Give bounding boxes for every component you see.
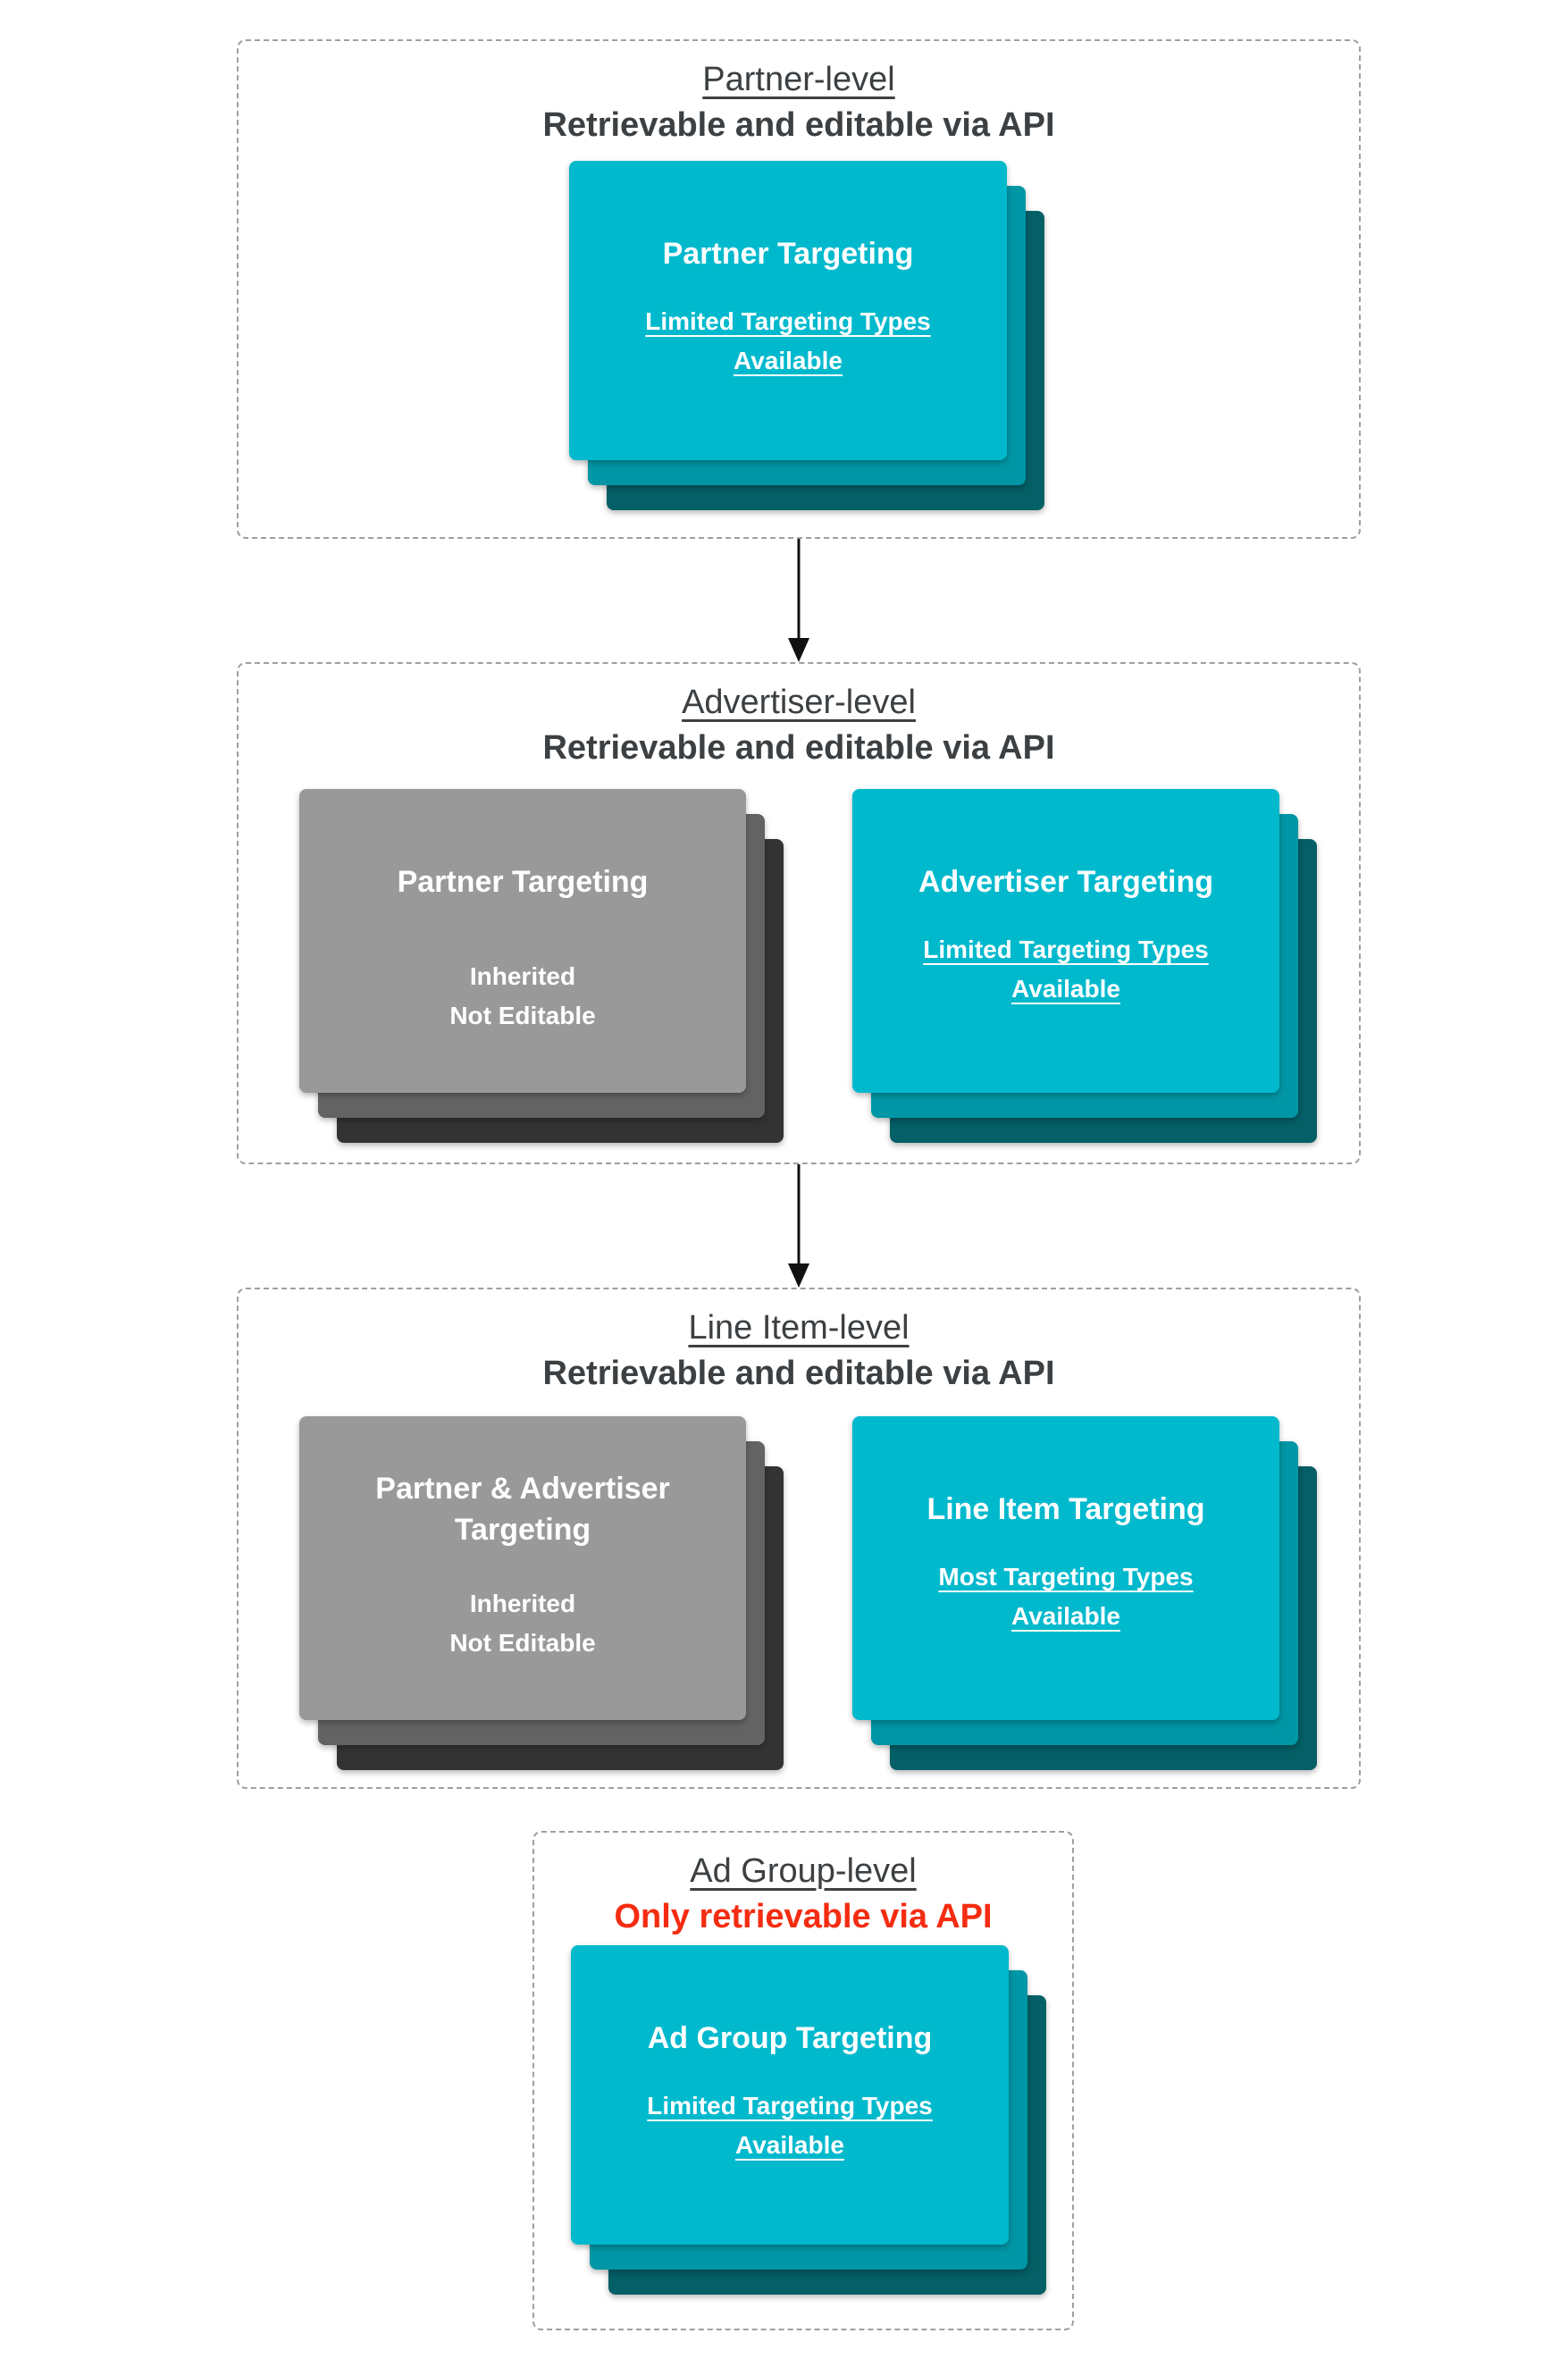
card-body: Limited Targeting Types Available — [923, 930, 1208, 1009]
card-stack-inherited-partner-targeting: Partner Targeting Inherited Not Editable — [299, 789, 784, 1143]
card-stack-partner-targeting: Partner Targeting Limited Targeting Type… — [569, 161, 1044, 510]
section-line-item-level: Line Item-level Retrievable and editable… — [237, 1288, 1361, 1789]
card-stack-line-item-targeting: Line Item Targeting Most Targeting Types… — [852, 1416, 1317, 1770]
card-body-line: Limited Targeting Types — [645, 307, 931, 335]
card-title: Ad Group Targeting — [647, 2021, 933, 2055]
section-subtitle: Retrievable and editable via API — [542, 1355, 1055, 1392]
card-body-line: Not Editable — [449, 1629, 596, 1657]
card-body: Limited Targeting Types Available — [647, 2086, 932, 2165]
card-body: Inherited Not Editable — [449, 1584, 595, 1663]
section-advertiser-level: Advertiser-level Retrievable and editabl… — [237, 662, 1361, 1164]
card-advertiser-targeting: Advertiser Targeting Limited Targeting T… — [852, 789, 1279, 1093]
arrow-stem — [797, 1164, 801, 1266]
section-subtitle: Retrievable and editable via API — [542, 106, 1055, 144]
card-title: Partner & Advertiser Targeting — [375, 1472, 670, 1547]
arrow-head-icon — [788, 638, 809, 662]
card-line-item-targeting: Line Item Targeting Most Targeting Types… — [852, 1416, 1279, 1720]
card-body-line: Inherited — [469, 962, 576, 990]
card-body-line: Not Editable — [449, 1002, 596, 1029]
card-body-line: Inherited — [469, 1590, 576, 1617]
card-body-line: Limited Targeting Types — [647, 2092, 933, 2119]
card-title: Advertiser Targeting — [918, 865, 1213, 899]
card-inherited-partner-advertiser-targeting: Partner & Advertiser Targeting Inherited… — [299, 1416, 746, 1720]
section-title: Partner-level — [702, 61, 895, 98]
section-subtitle: Retrievable and editable via API — [542, 729, 1055, 767]
section-title: Line Item-level — [688, 1309, 910, 1347]
flow-arrow-partner-to-advertiser — [786, 539, 811, 662]
card-body: Most Targeting Types Available — [938, 1557, 1193, 1636]
card-body-line: Available — [1011, 975, 1120, 1003]
section-partner-level: Partner-level Retrievable and editable v… — [237, 39, 1361, 539]
section-subtitle: Only retrievable via API — [614, 1898, 993, 1935]
card-ad-group-targeting: Ad Group Targeting Limited Targeting Typ… — [571, 1945, 1009, 2245]
card-title: Line Item Targeting — [927, 1492, 1205, 1526]
section-title: Advertiser-level — [682, 684, 916, 721]
card-partner-targeting: Partner Targeting Limited Targeting Type… — [569, 161, 1007, 460]
card-body-line: Available — [735, 2131, 844, 2159]
card-title: Partner Targeting — [397, 865, 649, 899]
flow-arrow-advertiser-to-line-item — [786, 1164, 811, 1288]
card-title: Partner Targeting — [662, 237, 914, 271]
section-title: Ad Group-level — [690, 1852, 917, 1890]
card-body-line: Available — [1011, 1602, 1120, 1630]
card-body-line: Most Targeting Types — [938, 1563, 1194, 1591]
card-stack-advertiser-targeting: Advertiser Targeting Limited Targeting T… — [852, 789, 1317, 1143]
arrow-head-icon — [788, 1263, 809, 1288]
section-ad-group-level: Ad Group-level Only retrievable via API … — [532, 1831, 1074, 2330]
card-body: Inherited Not Editable — [449, 957, 595, 1036]
card-body: Limited Targeting Types Available — [645, 302, 930, 381]
arrow-stem — [797, 539, 801, 641]
card-inherited-partner-targeting: Partner Targeting Inherited Not Editable — [299, 789, 746, 1093]
card-stack-ad-group-targeting: Ad Group Targeting Limited Targeting Typ… — [571, 1945, 1046, 2295]
card-stack-inherited-partner-advertiser-targeting: Partner & Advertiser Targeting Inherited… — [299, 1416, 784, 1770]
card-body-line: Limited Targeting Types — [923, 936, 1209, 963]
card-body-line: Available — [734, 347, 843, 374]
